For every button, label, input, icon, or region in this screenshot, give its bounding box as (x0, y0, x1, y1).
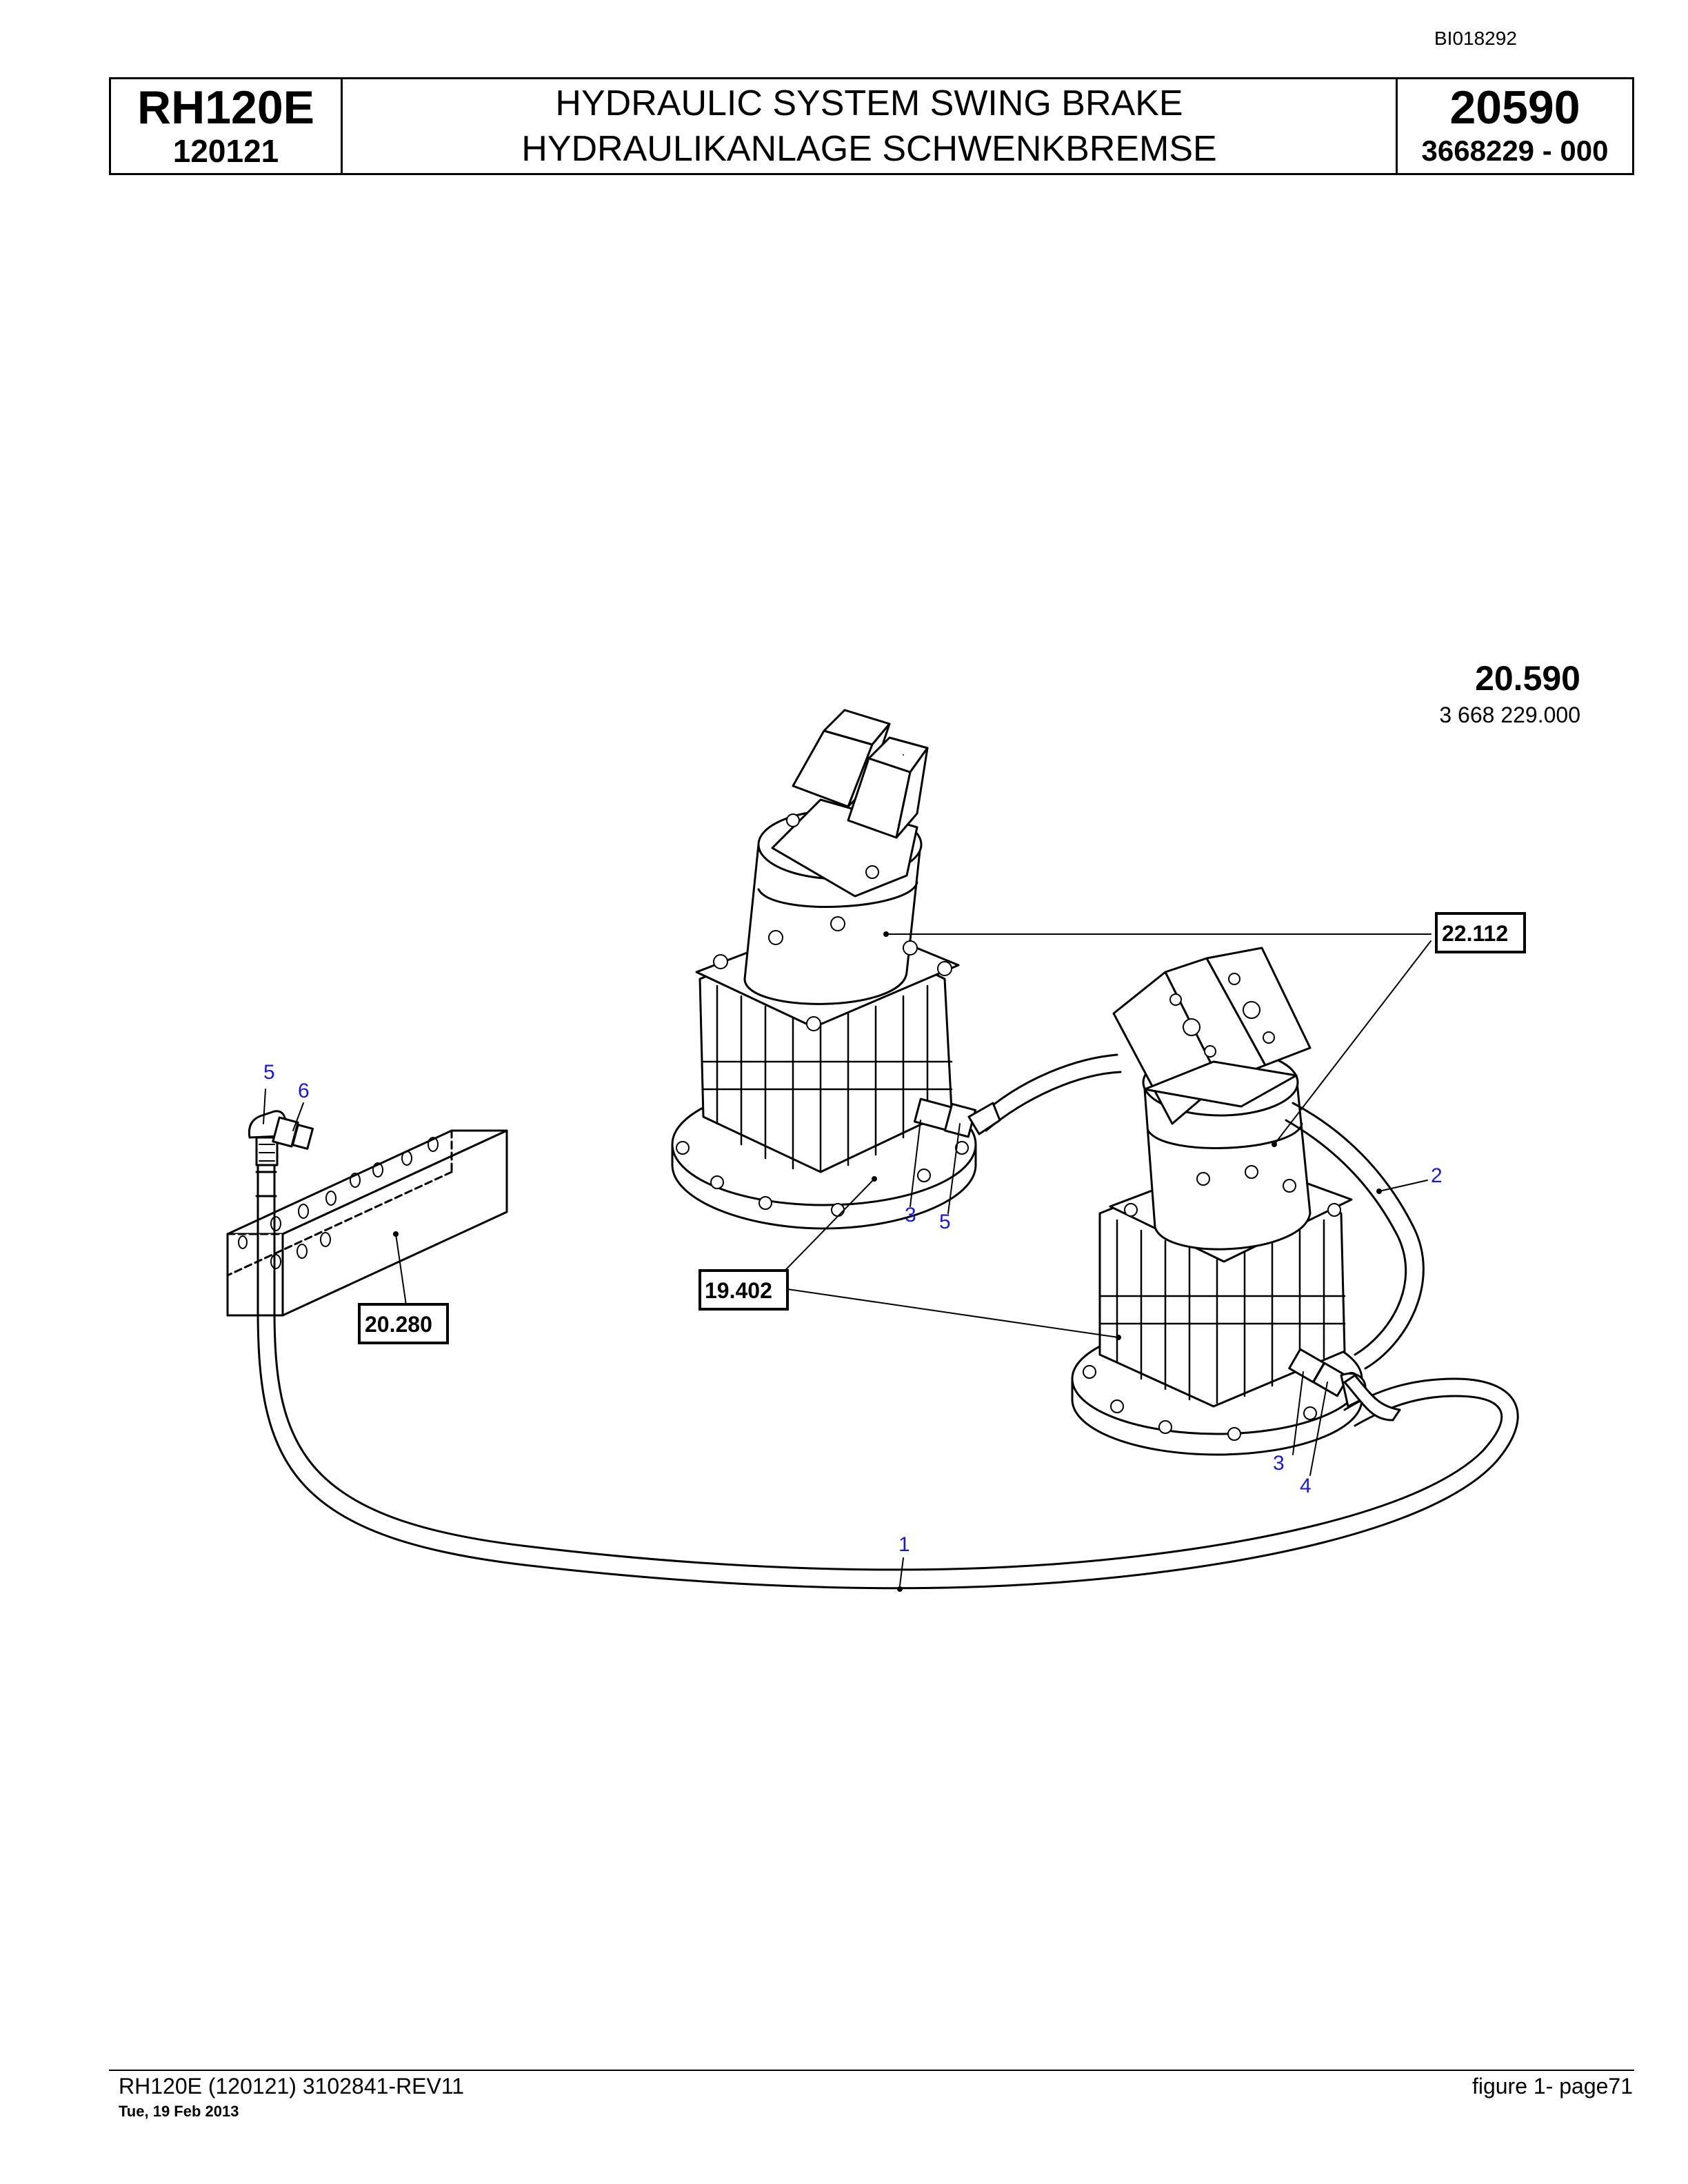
callout-6: 6 (298, 1080, 310, 1102)
ref-box-19402: 19.402 (699, 1269, 789, 1311)
model-name: RH120E (137, 81, 315, 134)
swing-motor-upper (671, 709, 977, 1230)
elbow-fitting-block (248, 1110, 314, 1166)
ref-box-22112: 22.112 (1435, 912, 1526, 953)
swing-motor-lower (1071, 947, 1363, 1456)
callout-5-upper: 5 (939, 1211, 951, 1233)
callout-2: 2 (1431, 1164, 1443, 1187)
callout-1: 1 (898, 1533, 910, 1556)
fittings-lower-motor (1288, 1348, 1401, 1422)
svg-text:22.112: 22.112 (1442, 921, 1508, 946)
footer-page-ref: figure 1- page71 (1471, 2074, 1633, 2099)
title-cell: HYDRAULIC SYSTEM SWING BRAKE HYDRAULIKAN… (343, 79, 1398, 173)
svg-text:19.402: 19.402 (705, 1278, 772, 1303)
sheet-ref-number: 20.590 (1475, 659, 1580, 698)
model-cell: RH120E 120121 (111, 79, 343, 173)
title-german: HYDRAULIKANLAGE SCHWENKBREMSE (521, 129, 1217, 169)
document-id: BI018292 (1434, 28, 1517, 49)
connecting-hose (978, 1053, 1425, 1370)
footer-document-ref: RH120E (120121) 3102841-REV11 (119, 2074, 465, 2099)
figure-cell: 20590 3668229 - 000 (1398, 79, 1632, 173)
footer-rule (109, 2070, 1634, 2071)
sheet-reference: 20.590 3 668 229.000 (1439, 658, 1580, 728)
leader-lines (263, 754, 1431, 1586)
callout-3-lower: 3 (1273, 1452, 1285, 1475)
part-number: 3668229 - 000 (1421, 134, 1609, 167)
distribution-block (226, 1129, 508, 1317)
callout-4: 4 (1300, 1475, 1312, 1497)
fittings-upper-motor (913, 1098, 1001, 1138)
sheet-ref-subnumber: 3 668 229.000 (1439, 702, 1580, 727)
figure-number: 20590 (1449, 81, 1580, 134)
title-block: RH120E 120121 HYDRAULIC SYSTEM SWING BRA… (109, 77, 1634, 175)
long-hose (255, 1164, 1519, 1590)
callout-5-block: 5 (263, 1061, 275, 1084)
serial-number: 120121 (172, 133, 279, 169)
title-english: HYDRAULIC SYSTEM SWING BRAKE (555, 83, 1183, 123)
callout-3-upper: 3 (905, 1204, 916, 1226)
footer-date: Tue, 19 Feb 2013 (119, 2103, 239, 2120)
ref-box-20280: 20.280 (358, 1303, 449, 1344)
svg-text:20.280: 20.280 (365, 1312, 432, 1337)
